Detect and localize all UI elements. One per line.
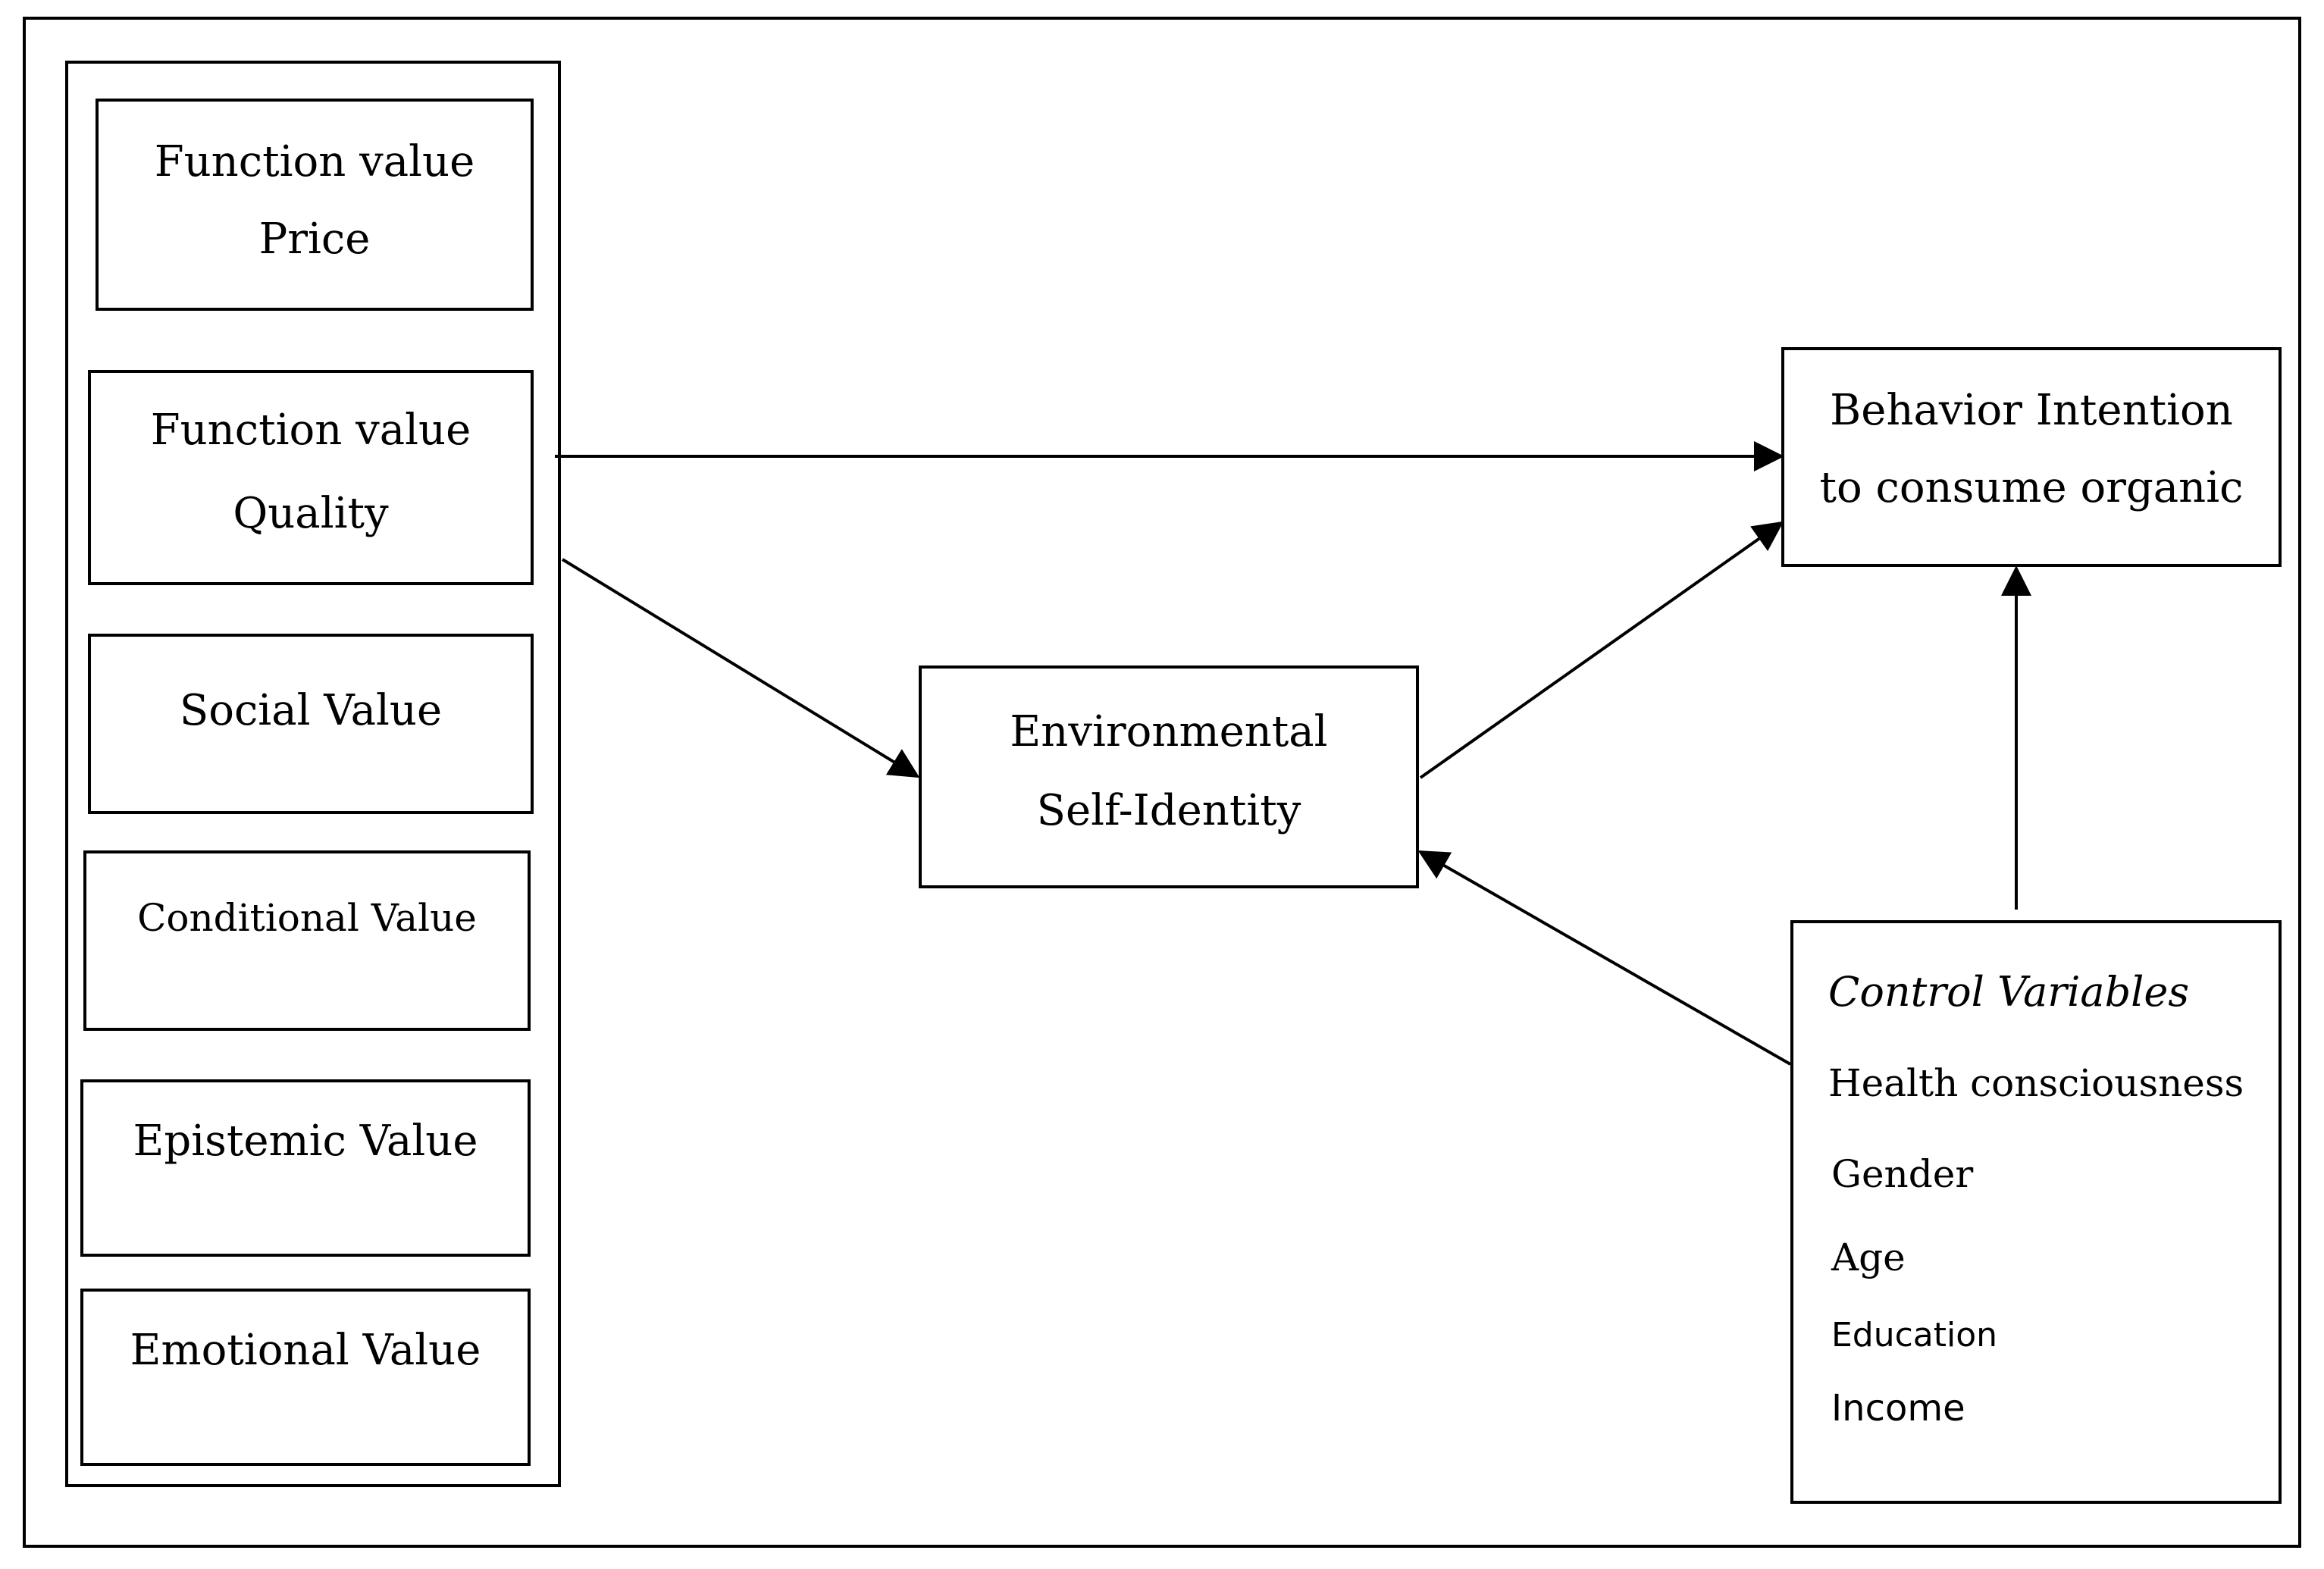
epistemic-value-label: Epistemic Value [133,1116,478,1166]
value-group-container [65,61,561,1487]
function-value-quality-box: Function value Quality [88,370,534,585]
function-value-price-line1: Function value [154,137,475,186]
mediator-line2: Self-Identity [1036,786,1301,835]
social-value-label: Social Value [179,686,443,735]
epistemic-value-box: Epistemic Value [80,1079,531,1257]
arrow-identity-to-intention [1419,521,1784,779]
emotional-value-box: Emotional Value [80,1289,531,1466]
control-variables-box: Control Variables Health consciousness G… [1790,920,2282,1504]
behavior-intention-box: Behavior Intention to consume organic [1781,347,2282,567]
control-item-education: Education [1831,1316,1998,1354]
social-value-box: Social Value [88,634,534,814]
control-variables-title: Control Variables [1828,968,2190,1016]
arrow-controls-to-identity [1417,850,1791,1066]
outcome-line1: Behavior Intention [1830,386,2233,435]
arrow-values-to-identity [561,558,920,778]
function-value-quality-line2: Quality [233,489,389,538]
function-value-price-line2: Price [258,215,371,264]
environmental-self-identity-box: Environmental Self-Identity [919,665,1419,888]
control-item-income: Income [1831,1387,1965,1430]
control-item-health-consciousness: Health consciousness [1828,1061,2244,1105]
mediator-line1: Environmental [1010,707,1328,756]
conditional-value-box: Conditional Value [83,850,531,1031]
control-item-age: Age [1831,1235,1906,1279]
control-item-gender: Gender [1831,1152,1974,1196]
function-value-price-box: Function value Price [96,99,534,311]
emotional-value-label: Emotional Value [130,1326,481,1375]
conditional-value-label: Conditional Value [137,896,477,940]
outer-frame [23,17,2301,1548]
function-value-quality-line1: Function value [150,406,471,455]
outcome-line2: to consume organic [1819,463,2244,512]
